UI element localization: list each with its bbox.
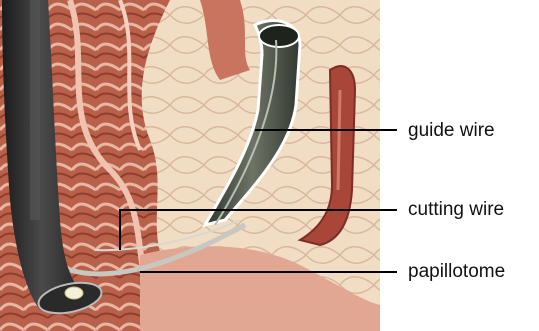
scope-light-icon	[65, 287, 83, 299]
label-guide-wire: guide wire	[408, 121, 495, 140]
duct-highlight	[338, 90, 340, 190]
label-cutting-wire: cutting wire	[408, 200, 504, 219]
label-papillotome: papillotome	[408, 262, 505, 281]
